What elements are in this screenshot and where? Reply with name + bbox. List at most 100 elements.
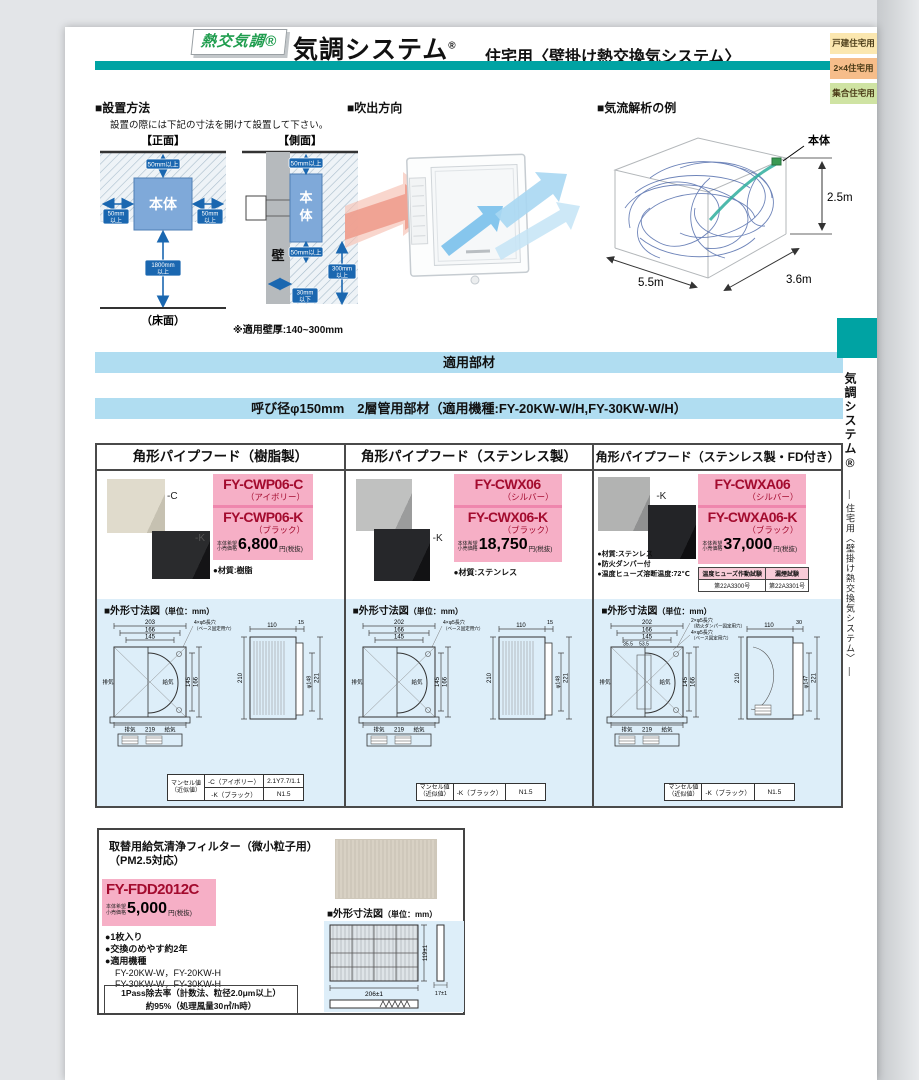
fd-test-h2: 漏煙試験 — [765, 567, 810, 580]
dim-height: 2.5m — [827, 192, 852, 204]
dim-left-50b: 以上 — [110, 217, 122, 225]
front-view-label: 【正面】 — [141, 134, 185, 147]
munsell-label: マンセル値 — [419, 785, 450, 792]
product-column-resin: 角形パイプフード（樹脂製） -C -K FY-CWP06-C （アイボリー） F… — [97, 445, 344, 806]
filter-section: 取替用給気清浄フィルター（微小粒子用） （PM2.5対応） FY-FDD2012… — [97, 828, 465, 1015]
munsell-val: N1.5 — [753, 783, 795, 801]
model-price-box: FY-CWXA06 （シルバー） FY-CWXA06-K （ブラック） 本体希望… — [698, 474, 807, 564]
damper-note: ●防火ダンパー付 — [597, 561, 651, 568]
dim-unit: （単位：mm） — [160, 607, 215, 616]
unit-marker — [771, 157, 782, 166]
dim-119: 119±1 — [423, 944, 429, 961]
model-name: FY-CWXA06 — [714, 476, 791, 492]
price-value: 5,000 — [127, 899, 168, 917]
tab-apartment[interactable]: 集合住宅用 — [830, 83, 877, 104]
dimension-drawing: 202 166 145 35.5 53.5 排気 — [600, 617, 821, 747]
dim-unit: （単位：mm） — [657, 607, 712, 616]
install-front-diagram: 【正面】 本体 50mm以上 50mm 以上 50mm 以上 1800mm 以上 — [100, 134, 226, 327]
supply-bottom: 給気 — [413, 726, 425, 734]
sidebar-vertical-label: 気調システム® ― 住宅用〈壁掛け熱交換気システム〉 ― — [841, 372, 859, 722]
munsell-key: -K（ブラック） — [452, 783, 507, 801]
side-view-label: 【側面】 — [278, 133, 322, 147]
exhaust-label: 排気 — [351, 678, 363, 686]
tab-detached-house[interactable]: 戸建住宅用 — [830, 33, 877, 54]
dimension-panel: ■外形寸法図（単位：mm） 202 166 145 — [594, 599, 842, 806]
munsell-val: N1.5 — [263, 787, 305, 801]
price-unit: 円(税抜) — [279, 546, 303, 554]
zigzag — [379, 1000, 411, 1008]
sidebar-teal-square — [837, 318, 877, 358]
munsell-label: マンセル値 — [171, 780, 202, 787]
right-edge-band — [877, 0, 919, 1080]
dimension-panel: ■外形寸法図（単位：mm） 202 166 — [345, 599, 593, 806]
dim-unit: （単位：mm） — [383, 910, 438, 919]
dimension-heading: ■外形寸法図（単位：mm） — [353, 602, 463, 617]
fd-test-table: 温度ヒューズ作動試験 漏煙試験 第22A3300号 第22A3301号 — [698, 567, 810, 592]
image-label-c: -C — [167, 491, 178, 502]
dim-1800a: 1800mm — [151, 263, 174, 269]
model-name: FY-CWX06 — [474, 476, 542, 492]
munsell-label2: （近似値） — [171, 787, 202, 794]
dim-30: 30 — [796, 620, 802, 626]
hood-image-ivory — [107, 479, 165, 533]
filter-models-line1: FY-20KW-W，FY-20KW-H — [115, 968, 222, 978]
dim-110: 110 — [516, 623, 526, 629]
munsell-val: 2.1Y7.7/1.1 — [263, 774, 305, 788]
dim-right-145: 145 — [186, 676, 192, 687]
side-dim-30b: 以下 — [299, 297, 311, 304]
filter-dim-panel: 119±1 206±1 17±1 — [324, 921, 464, 1012]
dim-depth: 3.6m — [786, 274, 812, 286]
dim-53-5: 53.5 — [639, 642, 649, 648]
dim-219: 219 — [145, 728, 156, 734]
filter-price-row: 本体希望小売価格 5,000 円(税抜) — [106, 899, 212, 917]
product-title: 角形パイプフード（樹脂製） — [97, 445, 344, 471]
dim-15: 15 — [298, 620, 304, 626]
knob — [470, 275, 480, 285]
page-sheet: 熱交気調® 気調システム® 住宅用〈壁掛け熱交換気システム〉 戸建住宅用 2×4… — [65, 27, 877, 1080]
airflow-heading: ■気流解析の例 — [597, 101, 677, 115]
dim-221: 221 — [812, 672, 818, 683]
unit-body-label: 本体 — [149, 196, 178, 212]
products-table: 角形パイプフード（樹脂製） -C -K FY-CWP06-C （アイボリー） F… — [95, 443, 843, 808]
unit-body-char2: 体 — [299, 208, 313, 223]
supply-label: 給気 — [660, 678, 672, 686]
dim-210: 210 — [238, 672, 244, 683]
divider — [698, 504, 807, 508]
hole-note1: 4×φ5長穴 — [194, 619, 216, 626]
hole-note2: （ベース固定用穴） — [443, 625, 483, 632]
dim-dia148: φ148 — [555, 676, 561, 689]
exhaust-bottom: 排気 — [622, 726, 634, 734]
divider — [213, 504, 313, 508]
hood-image-silver — [355, 479, 412, 531]
product-title: 角形パイプフード（ステンレス製・FD付き） — [594, 445, 842, 471]
airflow-streamlines — [624, 161, 774, 259]
dim-right-166: 166 — [194, 676, 200, 687]
filter-models-line2: FY-30KW-W，FY-30KW-H — [115, 979, 222, 989]
munsell-table: マンセル値（近似値） -K（ブラック） N1.5 — [664, 783, 795, 801]
filter-photo — [335, 839, 437, 899]
dim-202: 202 — [394, 620, 405, 626]
tab-2x4-house[interactable]: 2×4住宅用 — [830, 58, 877, 79]
airflow-body-label: 本体 — [808, 133, 831, 147]
model-price-box: FY-CWP06-C （アイボリー） FY-CWP06-K （ブラック） 本体希… — [213, 474, 313, 560]
dim-210: 210 — [735, 672, 741, 683]
model-color: （ブラック） — [747, 524, 799, 535]
hole-note1: 4×φ5長穴 — [443, 619, 465, 626]
dim-110: 110 — [267, 623, 277, 629]
hole-note1: 2×φ5長穴 — [691, 617, 713, 624]
supply-bottom: 給気 — [164, 726, 176, 734]
exhaust-bottom: 排気 — [124, 726, 136, 734]
price-label2: 小売価格 — [457, 546, 478, 553]
model-color: （シルバー） — [502, 492, 554, 503]
material-note: ●材質:樹脂 — [213, 566, 253, 575]
dim-title: ■外形寸法図 — [104, 606, 161, 617]
side-dim-below-50: 50mm以上 — [290, 248, 322, 257]
page-title-text: 気調システム — [293, 36, 449, 64]
hood-image-black — [152, 531, 210, 579]
price-unit: 円(税抜) — [168, 909, 192, 917]
price-value: 37,000 — [723, 536, 773, 554]
filter-bullet-2: ●交換のめやす約2年 — [105, 944, 188, 954]
filter-model: FY-FDD2012C — [106, 881, 199, 898]
dim-right-166: 166 — [442, 676, 448, 687]
